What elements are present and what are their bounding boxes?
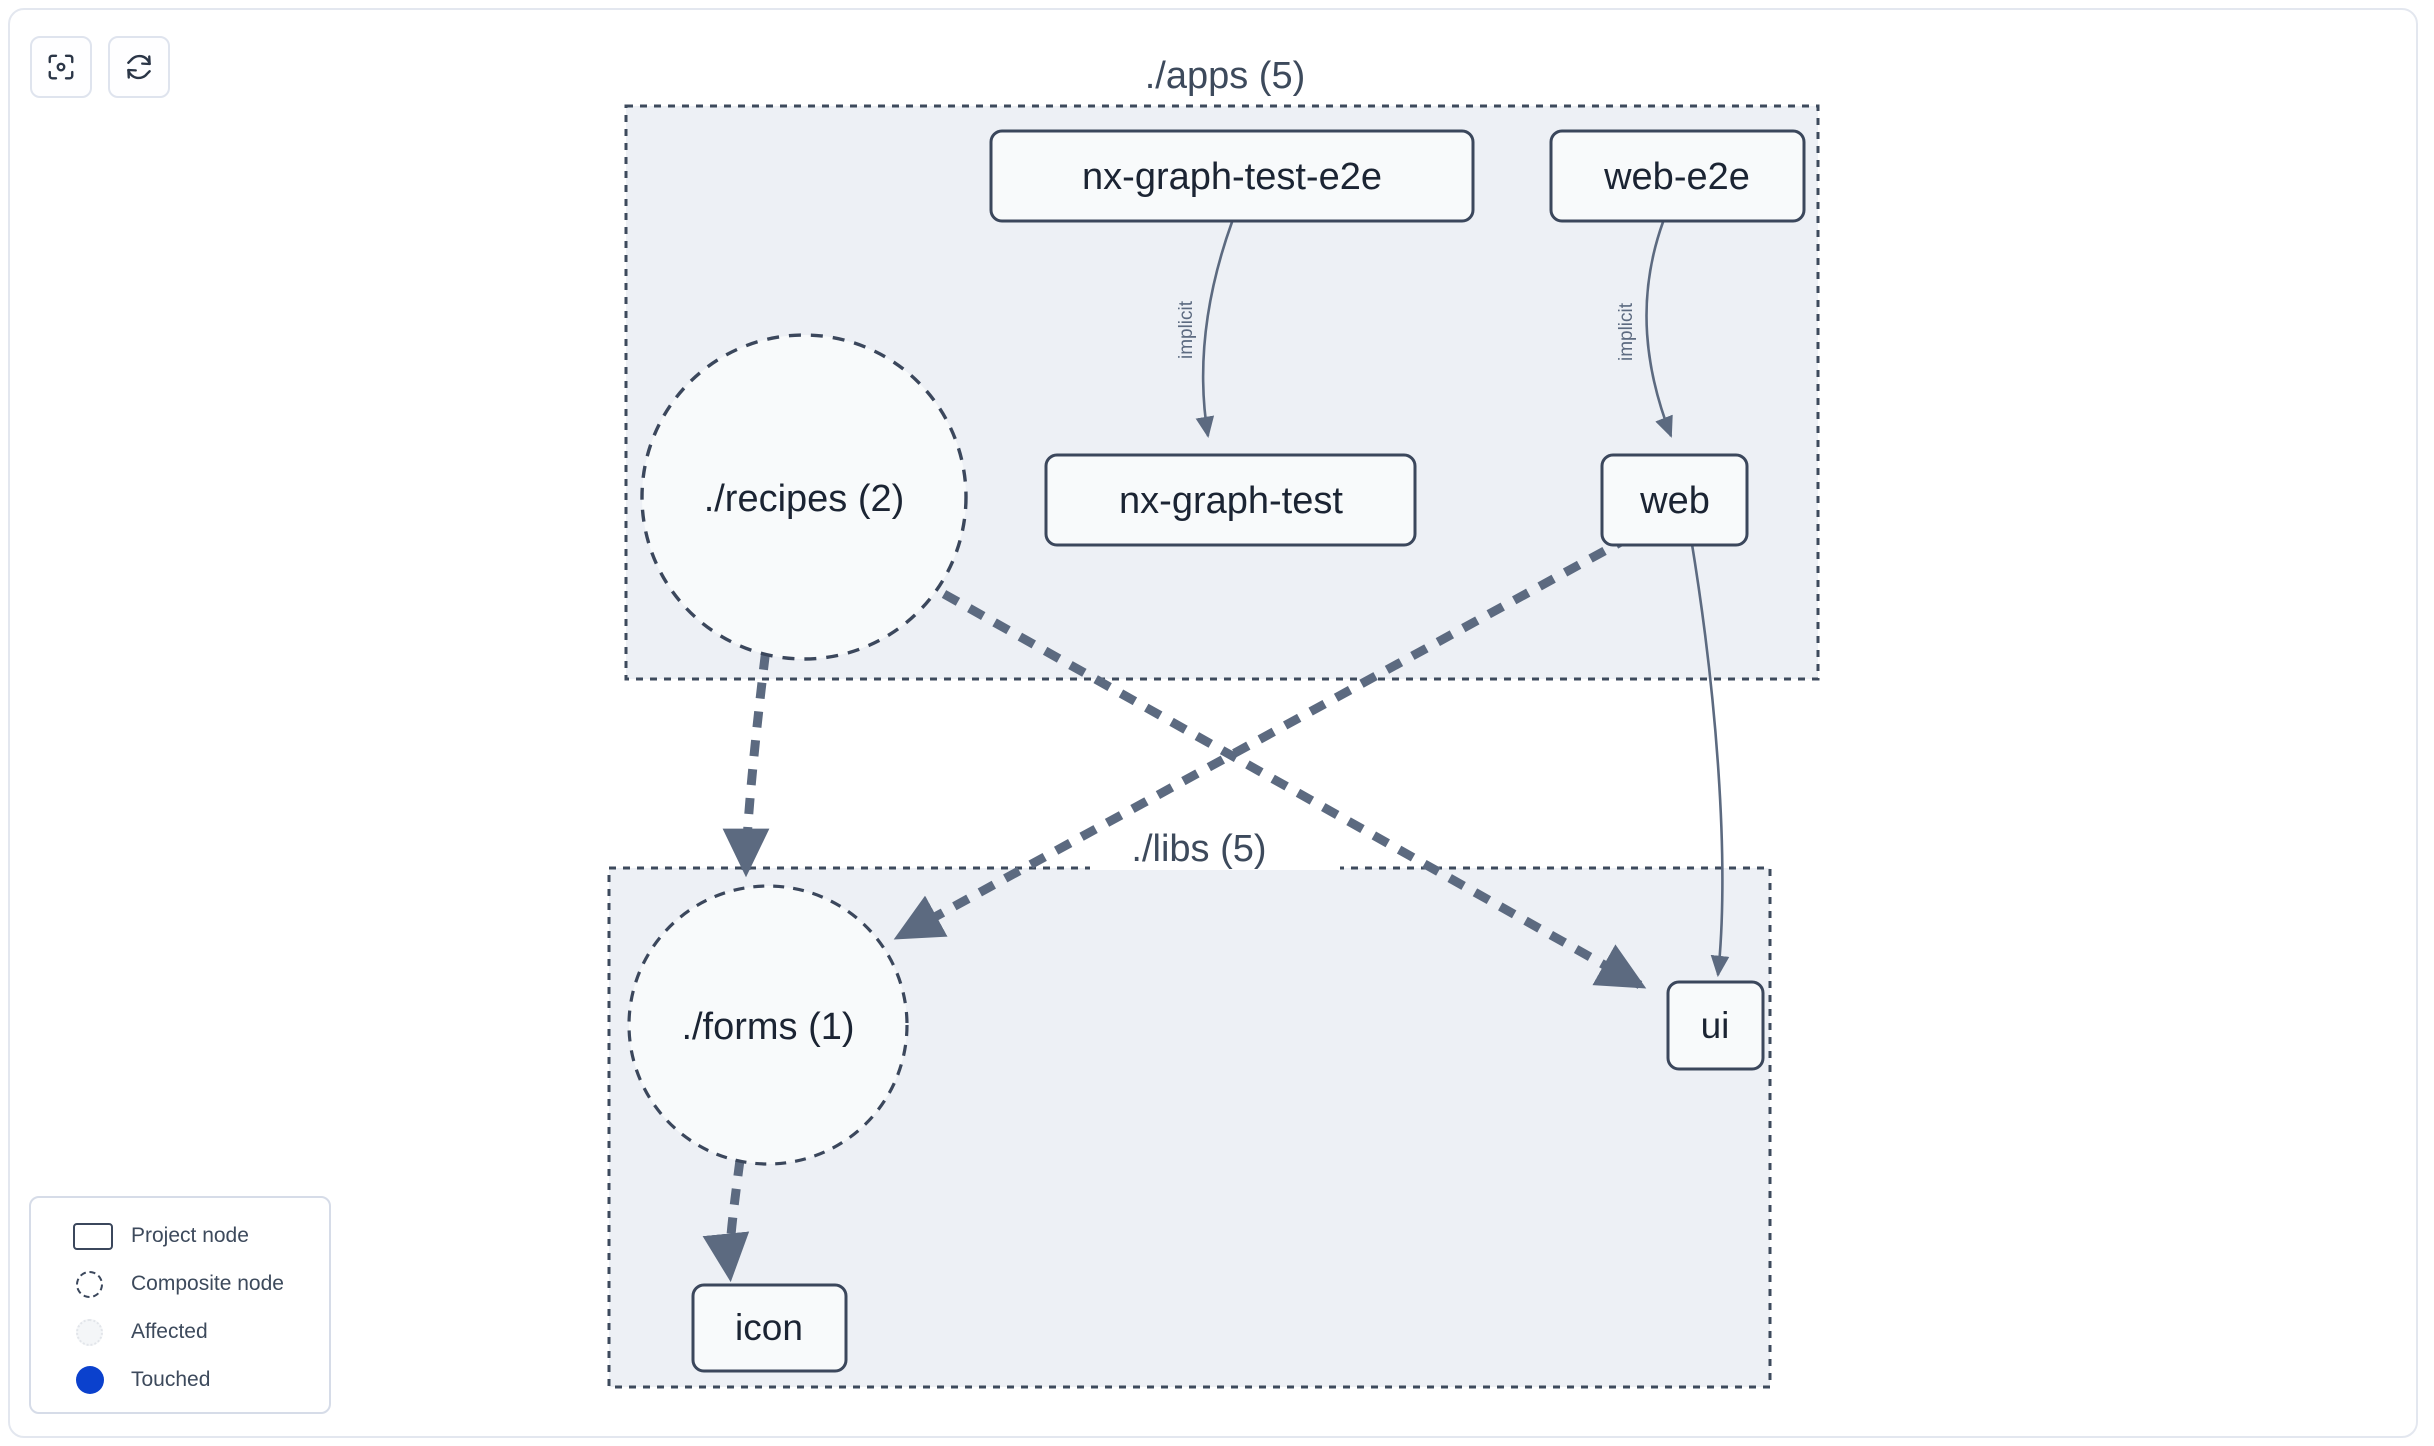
- project-node-nx-graph-test-e2e-label: nx-graph-test-e2e: [1082, 156, 1382, 198]
- group-libs-label: ./libs (5): [1131, 828, 1266, 870]
- edge-path[interactable]: [702, 1159, 750, 1283]
- refresh-graph-button[interactable]: [108, 36, 170, 98]
- refresh-icon: [124, 52, 154, 82]
- project-node-nx-graph-test-e2e-box[interactable]: [989, 129, 1475, 223]
- composite-node-dashed-circle-icon: [73, 1269, 117, 1299]
- edge-web-to-forms[interactable]: [893, 533, 1633, 940]
- legend-item-project-node: Project node: [31, 1212, 329, 1260]
- legend-label-affected: Affected: [131, 1320, 208, 1343]
- project-node-web[interactable]: web: [1600, 453, 1749, 547]
- edge-path[interactable]: [722, 624, 774, 878]
- composite-node-recipes-circle[interactable]: [640, 333, 968, 661]
- edge-forms-to-icon[interactable]: [702, 1159, 750, 1283]
- composite-node-recipes[interactable]: ./recipes (2): [640, 333, 968, 661]
- edge-path[interactable]: [1645, 221, 1673, 438]
- project-node-ui-box[interactable]: [1666, 980, 1765, 1071]
- project-node-web-e2e-box[interactable]: [1549, 129, 1806, 223]
- group-apps-label: ./apps (5): [1145, 55, 1306, 97]
- group-libs-label-bg: [1090, 824, 1340, 870]
- graph-legend: Project node Composite node Affected Tou…: [29, 1196, 331, 1414]
- project-node-nx-graph-test-label: nx-graph-test: [1119, 480, 1343, 522]
- project-node-rect-icon: [73, 1221, 117, 1251]
- graph-toolbar: [30, 36, 170, 98]
- project-node-nx-graph-test-box[interactable]: [1044, 453, 1417, 547]
- composite-node-forms-circle[interactable]: [627, 884, 909, 1166]
- project-node-ui-label: ui: [1701, 1005, 1730, 1046]
- project-node-web-label: web: [1639, 480, 1710, 522]
- edge-label-implicit-1: implicit: [1176, 300, 1197, 359]
- composite-node-forms-label: ./forms (1): [681, 1006, 854, 1048]
- legend-item-touched: Touched: [31, 1356, 329, 1404]
- project-node-icon-label: icon: [735, 1307, 803, 1348]
- edge-web-to-ui[interactable]: [1689, 537, 1730, 978]
- edge-web-e2e-to-web[interactable]: implicit: [1616, 221, 1673, 438]
- project-node-web-box[interactable]: [1600, 453, 1749, 547]
- edge-path[interactable]: [1689, 537, 1730, 978]
- composite-node-recipes-label: ./recipes (2): [704, 478, 905, 520]
- focus-graph-button[interactable]: [30, 36, 92, 98]
- composite-node-forms[interactable]: ./forms (1): [627, 884, 909, 1166]
- edge-path[interactable]: [1195, 221, 1234, 439]
- edge-recipes-to-forms[interactable]: [722, 624, 774, 878]
- edge-label-implicit-2: implicit: [1616, 302, 1637, 361]
- project-node-nx-graph-test[interactable]: nx-graph-test: [1044, 453, 1417, 547]
- project-node-web-e2e[interactable]: web-e2e: [1549, 129, 1806, 223]
- affected-node-circle-icon: [73, 1317, 117, 1347]
- project-node-web-e2e-label: web-e2e: [1603, 156, 1750, 198]
- project-node-icon-box[interactable]: [691, 1283, 848, 1373]
- legend-label-composite-node: Composite node: [131, 1272, 284, 1295]
- group-apps-label-bg: [1090, 52, 1360, 100]
- project-node-ui[interactable]: ui: [1666, 980, 1765, 1071]
- legend-item-affected: Affected: [31, 1308, 329, 1356]
- focus-target-icon: [46, 52, 76, 82]
- project-node-icon[interactable]: icon: [691, 1283, 848, 1373]
- legend-label-touched: Touched: [131, 1368, 211, 1391]
- legend-label-project-node: Project node: [131, 1224, 249, 1247]
- edge-nx-graph-test-e2e-to-nx-graph-test[interactable]: implicit: [1176, 221, 1234, 439]
- project-node-nx-graph-test-e2e[interactable]: nx-graph-test-e2e: [989, 129, 1475, 223]
- edge-path[interactable]: [893, 533, 1633, 940]
- touched-node-dot-icon: [73, 1365, 117, 1395]
- legend-item-composite-node: Composite node: [31, 1260, 329, 1308]
